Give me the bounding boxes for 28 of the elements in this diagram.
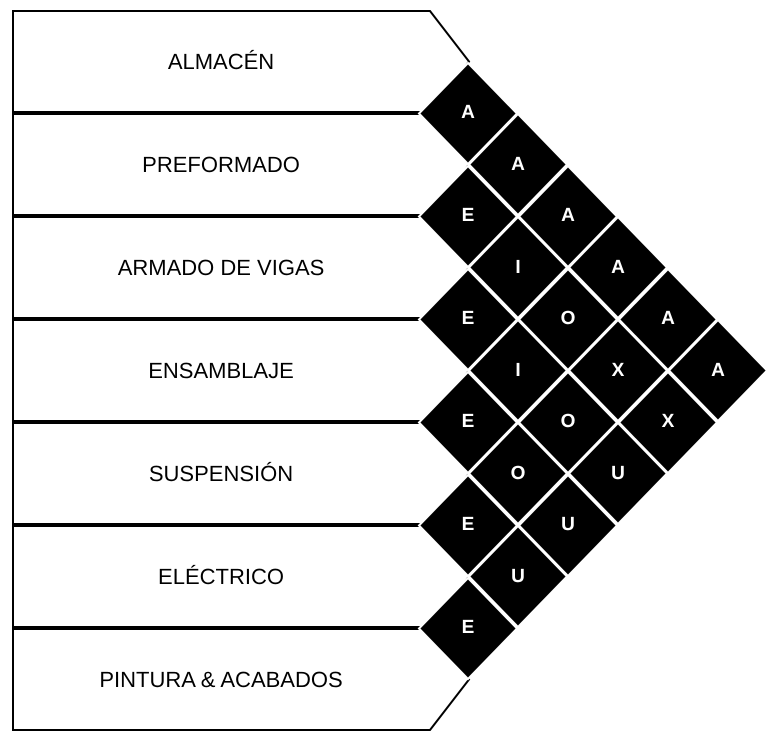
relationship-code: X — [660, 410, 676, 434]
relationship-code: E — [460, 204, 476, 228]
relationship-code: A — [560, 204, 576, 228]
relationship-code: O — [560, 410, 576, 434]
relationship-code: U — [510, 564, 526, 588]
relationship-code: X — [610, 358, 626, 382]
relationship-code: A — [510, 152, 526, 176]
department-name: ARMADO DE VIGAS — [116, 254, 326, 280]
relationship-code: A — [460, 101, 476, 125]
relationship-code: A — [610, 256, 626, 280]
relationship-code: E — [460, 616, 476, 640]
department-name: PINTURA & ACABADOS — [98, 666, 344, 692]
department-name: ENSAMBLAJE — [147, 358, 295, 384]
relationship-code: E — [460, 307, 476, 331]
relationship-code: E — [460, 513, 476, 537]
relationship-code: O — [560, 307, 576, 331]
relationship-code: A — [660, 307, 676, 331]
department-name: ALMACÉN — [166, 48, 276, 74]
relationship-code: U — [560, 513, 576, 537]
relationship-code: I — [514, 256, 522, 280]
department-name: PREFORMADO — [141, 152, 301, 178]
department-name: SUSPENSIÓN — [148, 460, 294, 486]
relationship-code: O — [510, 462, 526, 486]
relationship-code: E — [460, 410, 476, 434]
relationship-code: A — [710, 358, 726, 382]
relationship-code: U — [610, 462, 626, 486]
relationship-code: I — [514, 358, 522, 382]
department-name: ELÉCTRICO — [157, 564, 285, 590]
